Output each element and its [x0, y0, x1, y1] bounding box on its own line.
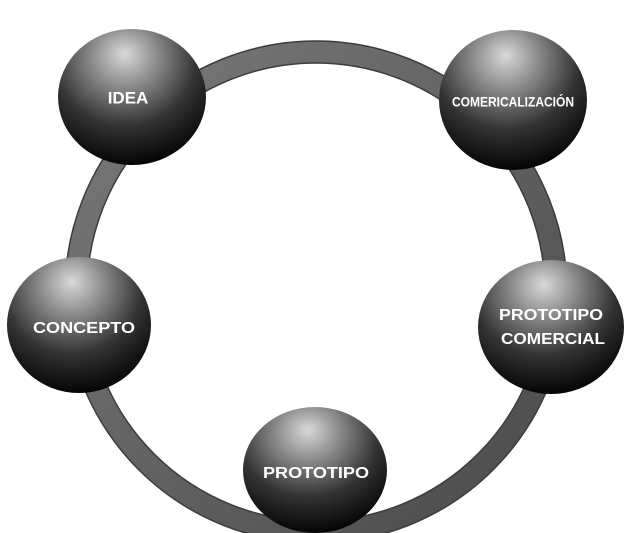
node-concepto: CONCEPTO — [7, 257, 151, 393]
node-idea: IDEA — [58, 29, 206, 165]
node-prototipo-comercial-sphere — [478, 260, 624, 394]
node-comercializacion-sphere — [439, 30, 587, 170]
node-concepto-label: CONCEPTO — [33, 320, 135, 337]
node-prototipo-sphere — [243, 407, 387, 533]
ring-label: GESTIÓN DEL CONOCIMIENTO — [0, 0, 446, 56]
node-prototipo-label: PROTOTIPO — [263, 465, 369, 482]
node-idea-label: IDEA — [108, 88, 149, 107]
node-prototipo-comercial-label-line2: COMERCIAL — [501, 331, 605, 348]
node-idea-sphere — [58, 29, 206, 165]
node-prototipo: PROTOTIPO — [243, 407, 387, 533]
node-prototipo-comercial-label-line1: PROTOTIPO — [499, 307, 603, 324]
node-comercializacion-label: COMERICALIZACIÓN — [452, 93, 574, 110]
node-concepto-sphere — [7, 257, 151, 393]
node-prototipo-comercial: PROTOTIPO COMERCIAL — [478, 260, 624, 394]
node-comercializacion: COMERICALIZACIÓN — [439, 30, 587, 170]
ring-label-path: GESTIÓN DEL CONOCIMIENTO — [0, 0, 445, 56]
